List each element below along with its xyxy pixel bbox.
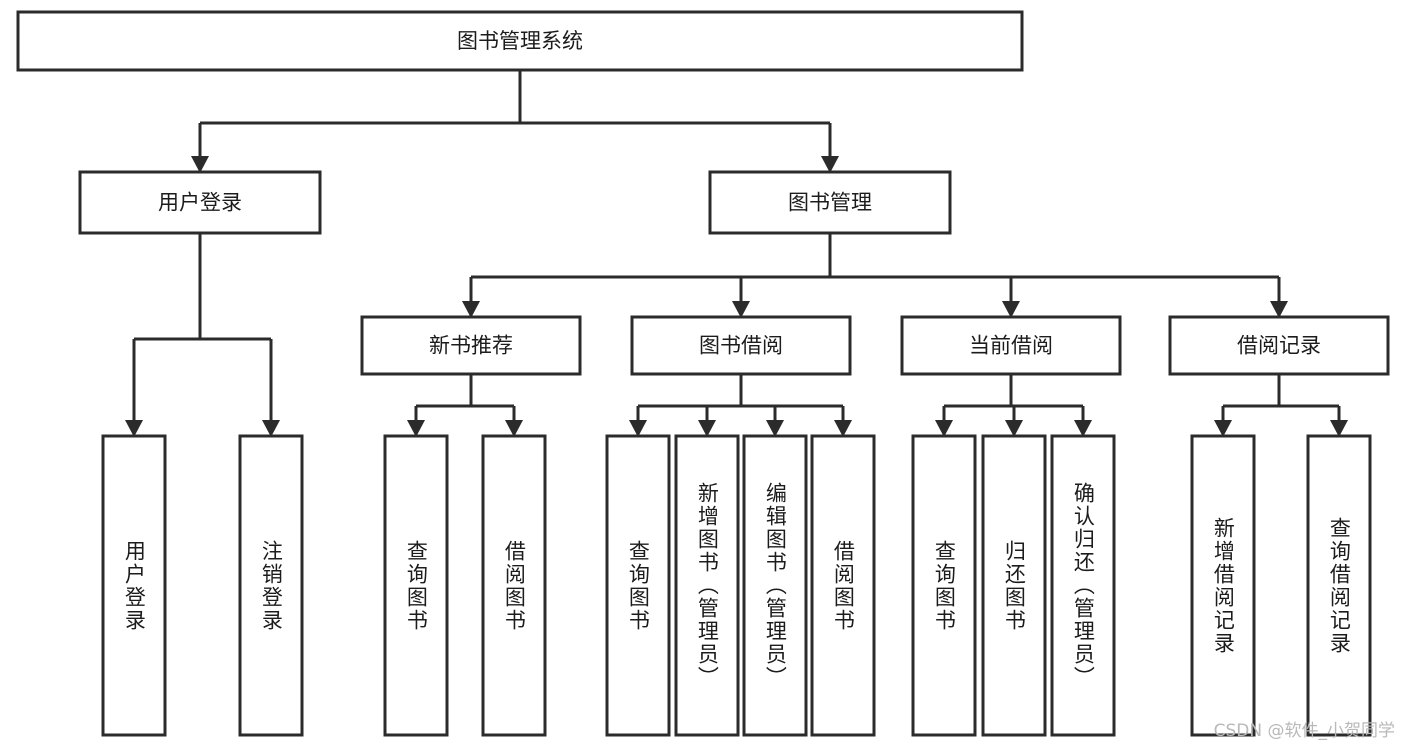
arrow-head-icon [1002,301,1020,318]
node-label: 图书借阅 [699,334,783,358]
node-box [911,434,977,737]
node-box [101,434,167,737]
node-bookmgmt[interactable]: 图书管理 [708,170,952,235]
node-box [630,315,852,376]
node-label: 图书管理系统 [457,29,583,53]
node-box [810,434,876,737]
arrow-head-icon [629,420,647,437]
node-leaf-6[interactable] [674,434,740,737]
node-leaf-10[interactable] [981,434,1047,737]
node-box [1190,434,1256,737]
arrow-head-icon [834,420,852,437]
node-leaf-11[interactable] [1050,434,1116,737]
node-leaf-5[interactable] [605,434,671,737]
arrow-head-icon [698,420,716,437]
node-box [900,315,1122,376]
arrow-head-icon [125,420,143,437]
node-leaf-7[interactable] [742,434,808,737]
node-box [1050,434,1116,737]
arrow-head-icon [1214,420,1232,437]
node-label: 新书推荐 [429,334,513,358]
node-login[interactable]: 用户登录 [78,170,322,235]
arrow-head-icon [732,301,750,318]
node-borrow[interactable]: 图书借阅 [630,315,852,376]
node-box [360,315,582,376]
node-leaf-12[interactable] [1190,434,1256,737]
node-leaf-1[interactable] [101,434,167,737]
arrow-head-icon [821,156,839,173]
node-leaf-2[interactable] [238,434,304,737]
node-leaf-13[interactable] [1306,434,1372,737]
arrow-head-icon [766,420,784,437]
node-leaf-9[interactable] [911,434,977,737]
arrow-head-icon [262,420,280,437]
node-box [238,434,304,737]
node-current[interactable]: 当前借阅 [900,315,1122,376]
node-root[interactable]: 图书管理系统 [16,10,1024,72]
node-box [708,170,952,235]
node-box [981,434,1047,737]
node-label: 图书管理 [788,191,872,215]
arrow-head-icon [505,420,523,437]
node-box [78,170,322,235]
node-box [1168,315,1390,376]
node-box [674,434,740,737]
arrow-head-icon [1074,420,1092,437]
node-box [383,434,449,737]
node-records[interactable]: 借阅记录 [1168,315,1390,376]
node-label: 当前借阅 [969,334,1053,358]
arrow-head-icon [935,420,953,437]
node-label: 用户登录 [158,191,242,215]
arrow-head-icon [462,301,480,318]
node-box [16,10,1024,72]
node-box [1306,434,1372,737]
node-box [742,434,808,737]
node-leaf-3[interactable] [383,434,449,737]
node-box [605,434,671,737]
arrow-head-icon [1330,420,1348,437]
arrow-head-icon [1270,301,1288,318]
arrow-head-icon [407,420,425,437]
arrow-head-icon [191,156,209,173]
node-leaf-4[interactable] [481,434,547,737]
arrow-head-icon [1005,420,1023,437]
node-label: 借阅记录 [1237,334,1321,358]
connector-layer [125,70,1348,437]
node-newbook[interactable]: 新书推荐 [360,315,582,376]
csdn-watermark: CSDN @软件_小贺同学 [1213,721,1395,741]
node-box [481,434,547,737]
node-leaf-8[interactable] [810,434,876,737]
